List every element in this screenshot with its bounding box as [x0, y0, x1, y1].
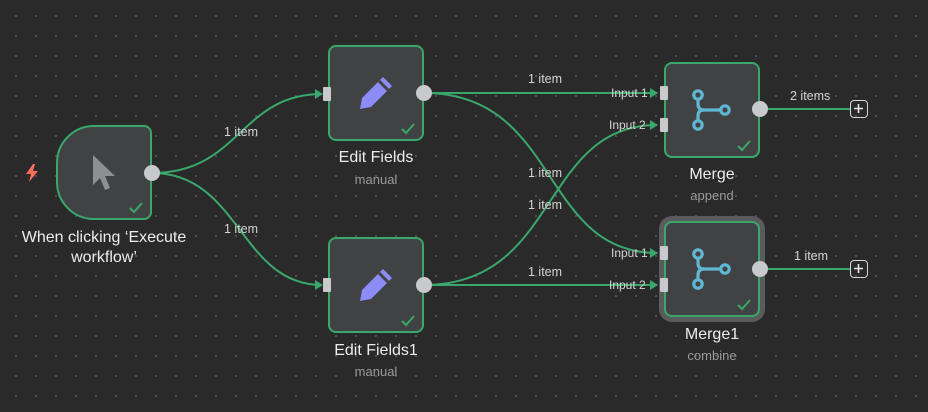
edge-label-edit1-merge: 1 item — [528, 72, 563, 86]
arrowhead — [650, 248, 658, 258]
node-edit-fields[interactable] — [328, 45, 424, 141]
merge1-subtitle: combine — [687, 348, 737, 363]
merge-icon — [692, 248, 731, 290]
pencil-icon — [360, 77, 392, 109]
node-merge[interactable] — [664, 62, 760, 158]
arrowhead — [315, 89, 323, 99]
pencil-icon — [360, 269, 392, 301]
merge-add-node-button[interactable] — [850, 100, 868, 118]
check-icon — [737, 140, 751, 152]
check-icon — [129, 202, 143, 214]
edge-edit2-merge[interactable] — [423, 124, 658, 286]
merge1-input2-port[interactable] — [660, 278, 668, 292]
check-icon — [401, 315, 415, 327]
merge1-title: Merge1 — [684, 326, 740, 343]
edge-label-edit2-merge: 1 item — [528, 198, 563, 212]
node-trigger[interactable] — [56, 125, 152, 220]
check-icon — [737, 299, 751, 311]
edge-label-merge1-out: 1 item — [794, 249, 829, 263]
merge-icon — [692, 89, 731, 131]
edge-label-edit2-merge1: 1 item — [528, 265, 563, 279]
merge1-input1-label: Input 1 — [611, 246, 648, 260]
merge1-input2-label: Input 2 — [609, 278, 646, 292]
arrowhead — [315, 280, 323, 290]
edge-label-edit1-merge1: 1 item — [528, 166, 563, 180]
merge-input2-port[interactable] — [660, 118, 668, 132]
merge-subtitle: append — [690, 188, 734, 203]
merge-input1-port[interactable] — [660, 86, 668, 100]
arrowhead — [650, 120, 658, 130]
edit-fields1-input-port[interactable] — [323, 278, 331, 292]
merge-input1-label: Input 1 — [611, 86, 648, 100]
merge1-add-node-button[interactable] — [850, 260, 868, 278]
edit-fields1-output-port[interactable] — [416, 277, 432, 293]
edit-fields1-title: Edit Fields1 — [334, 342, 418, 359]
edge-edit1-merge1[interactable] — [423, 92, 658, 254]
edit-fields1-subtitle: manual — [354, 364, 398, 379]
merge1-output-port[interactable] — [752, 261, 768, 277]
merge-output-port[interactable] — [752, 101, 768, 117]
node-edit-fields1[interactable] — [328, 237, 424, 333]
trigger-bolt-icon — [26, 164, 38, 182]
arrowhead — [650, 88, 658, 98]
edit-fields-input-port[interactable] — [323, 87, 331, 101]
plus-icon — [854, 264, 863, 273]
edge-trigger-edit1[interactable] — [151, 93, 323, 174]
edge-label-trigger-edit1: 1 item — [224, 125, 259, 139]
node-merge1[interactable] — [664, 221, 760, 317]
edit-fields-subtitle: manual — [354, 172, 398, 187]
edge-trigger-edit2[interactable] — [151, 172, 323, 286]
trigger-title: When clicking ‘Execute workflow’ — [21, 229, 187, 266]
check-icon — [401, 123, 415, 135]
cursor-icon — [93, 154, 115, 190]
edge-label-trigger-edit2: 1 item — [224, 222, 259, 236]
plus-icon — [854, 104, 863, 113]
edit-fields-title: Edit Fields — [338, 149, 414, 166]
merge-input2-label: Input 2 — [609, 118, 646, 132]
edge-label-merge-out: 2 items — [790, 89, 831, 103]
arrowhead — [650, 280, 658, 290]
trigger-output-port[interactable] — [144, 165, 160, 181]
edit-fields-output-port[interactable] — [416, 85, 432, 101]
merge1-input1-port[interactable] — [660, 246, 668, 260]
merge-title: Merge — [689, 166, 735, 183]
